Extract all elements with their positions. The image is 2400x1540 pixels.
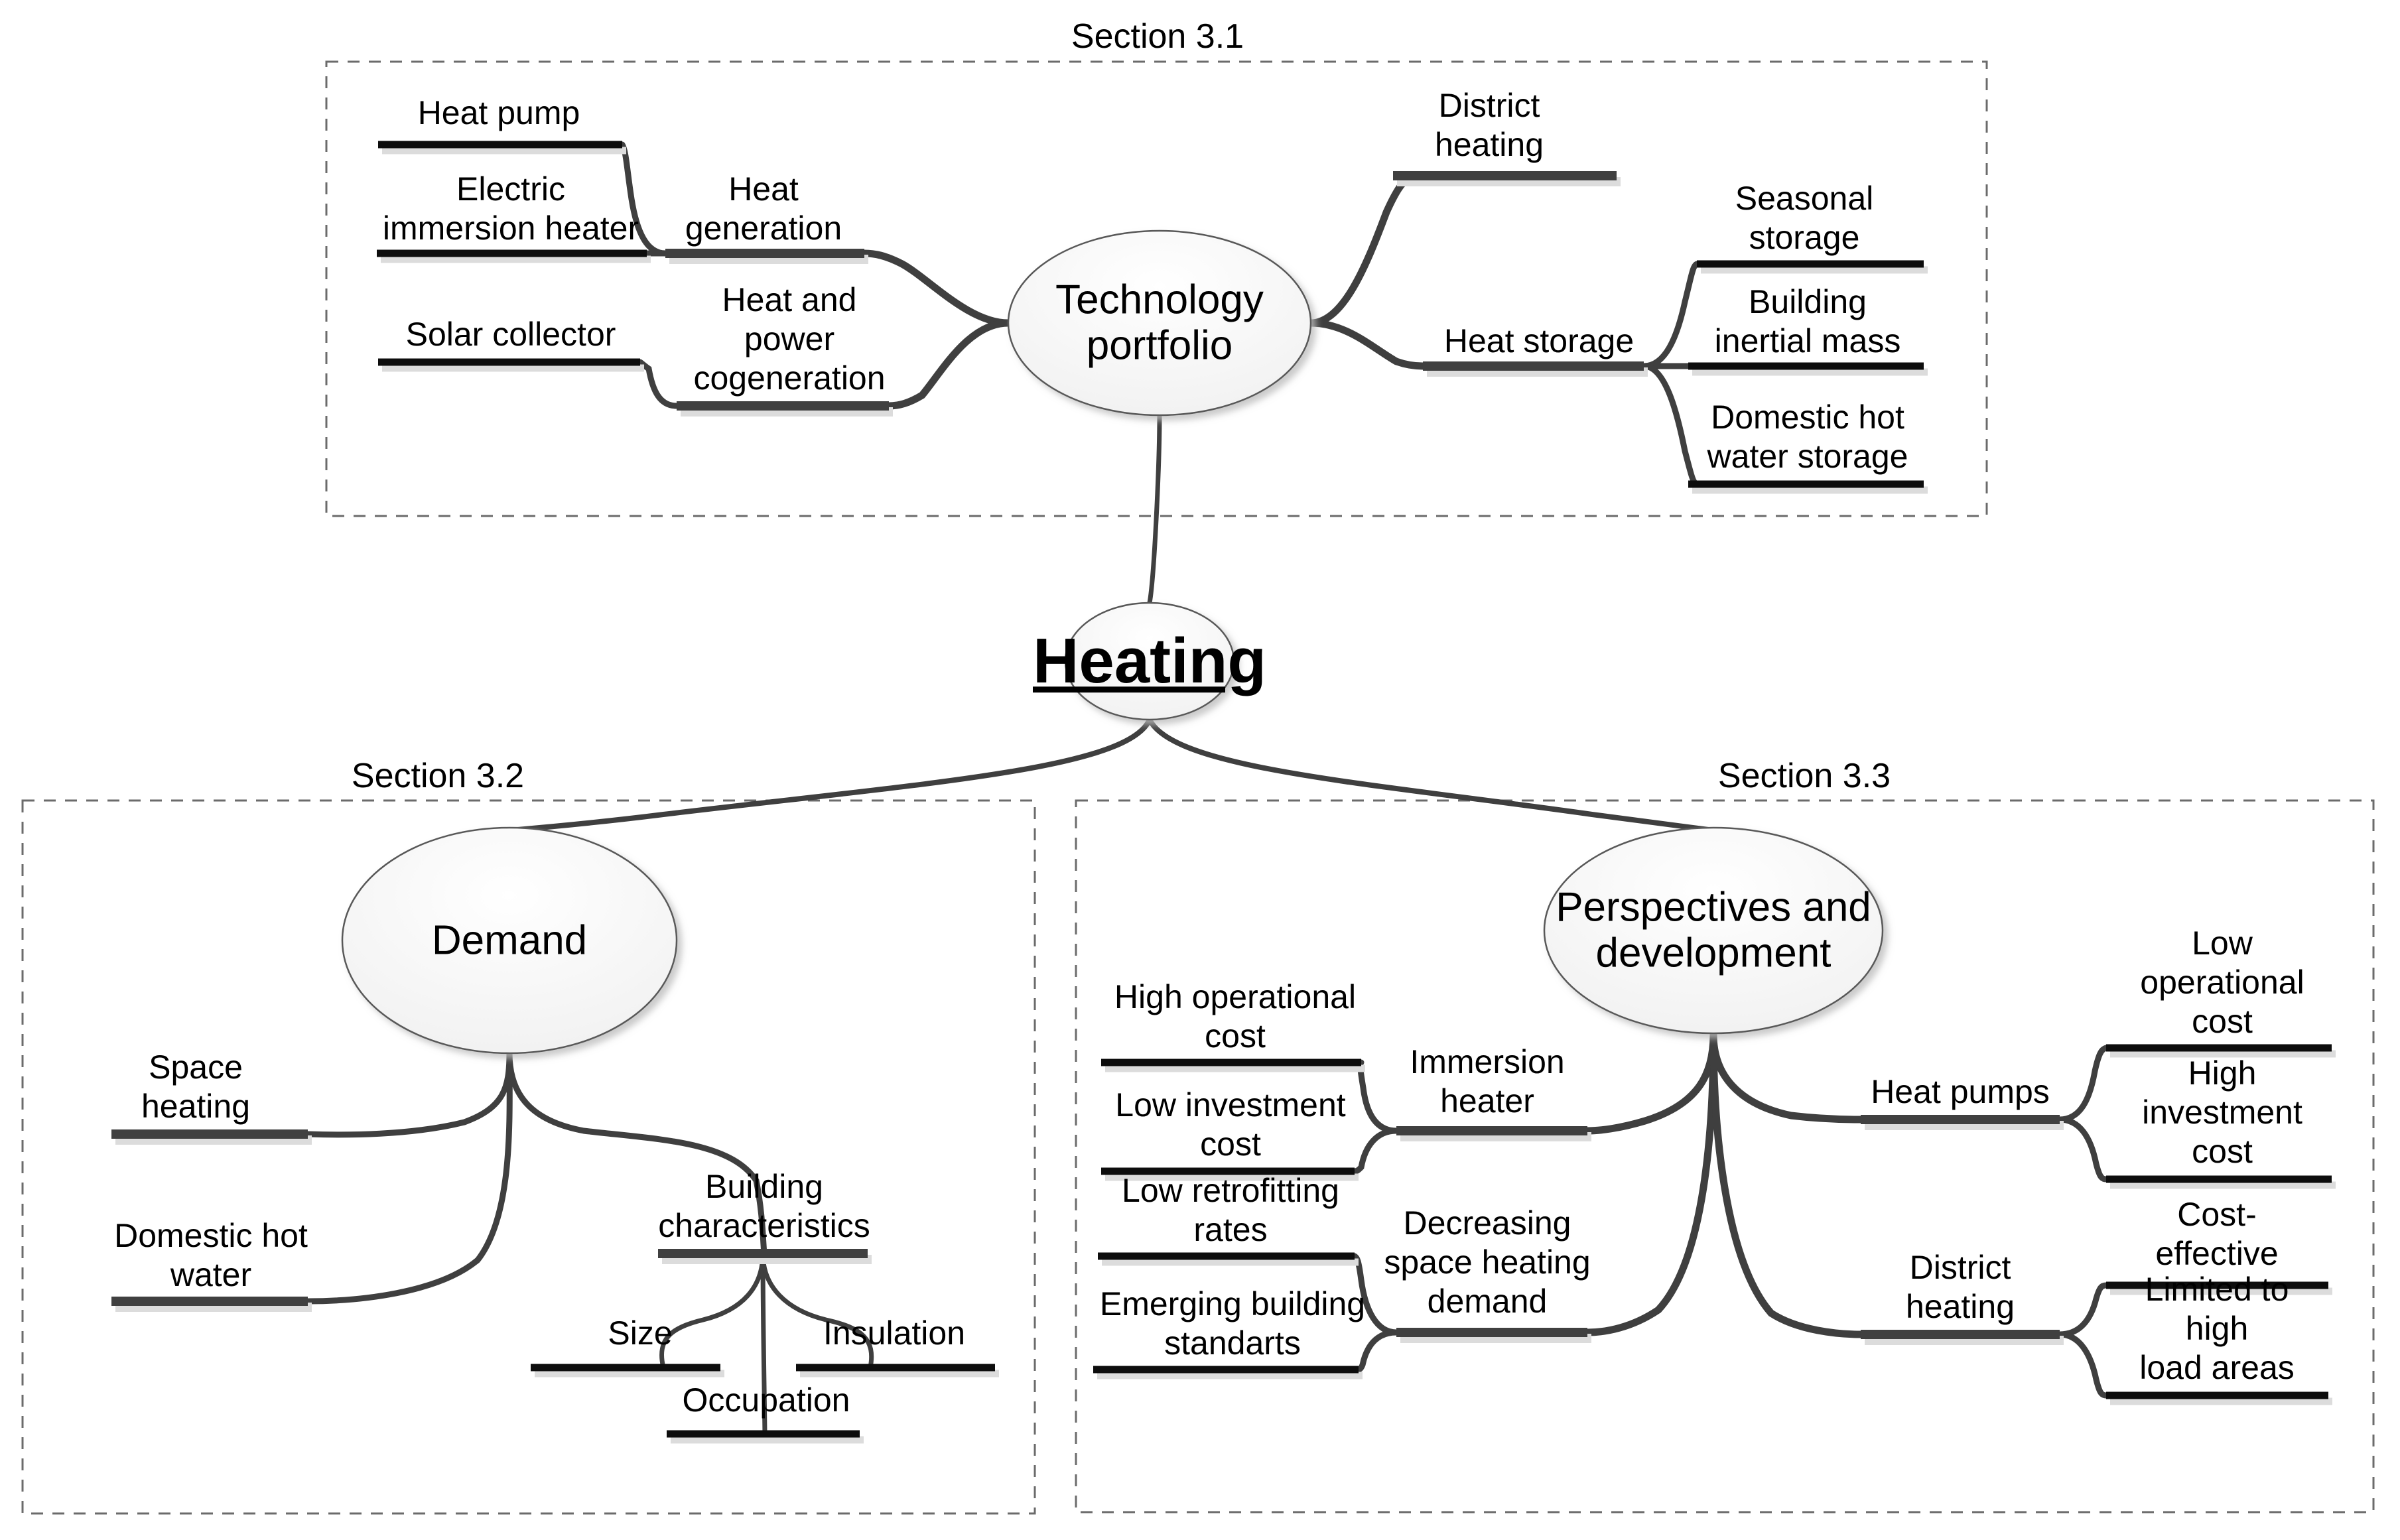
connector-decreasing-to-emerging [1355, 1329, 1400, 1373]
connector-heatpumps-to-high-inv-cost [2056, 1116, 2109, 1183]
branch-label-heat-generation[interactable]: Heat generation [685, 170, 842, 247]
section-label-3-3: Section 3.3 [1717, 757, 1891, 795]
connector-tp-to-cogeneration [885, 319, 1012, 410]
connector-tp-to-heat-generation [860, 249, 1012, 327]
connector-immersion-to-low-inv-cost [1351, 1127, 1400, 1175]
connector-demand-to-space-heating [304, 1050, 513, 1138]
connector-persp-to-heat-pumps [1709, 1031, 1865, 1123]
branch-label-heat-storage[interactable]: Heat storage [1443, 322, 1634, 359]
branch-label-low-investment-cost[interactable]: Low investment cost [1115, 1086, 1346, 1163]
connector-demand-to-building-char [506, 1050, 767, 1257]
branch-underlines [111, 141, 2336, 1444]
branch-label-emerging-building-standarts[interactable]: Emerging building standarts [1099, 1285, 1366, 1362]
section-label-3-1: Section 3.1 [1071, 17, 1244, 56]
connector-buildingchar-to-insulation [760, 1251, 874, 1370]
section-boxes [21, 60, 2375, 1515]
connector-heatstorage-to-dhw-storage [1640, 363, 1700, 487]
branch-label-district-heating-tech[interactable]: District heating [1434, 87, 1544, 163]
connector-persp-to-district-heating [1709, 1031, 1865, 1338]
branch-label-seasonal-storage[interactable]: Seasonal storage [1735, 180, 1874, 256]
connector-root-to-technology [1147, 413, 1162, 606]
branch-label-domestic-hot-water-storage[interactable]: Domestic hot water storage [1707, 399, 1908, 475]
branch-label-decreasing-space-heating-demand[interactable]: Decreasing space heating demand [1384, 1204, 1591, 1320]
connector-heatpumps-to-low-op-cost [2056, 1045, 2109, 1123]
branch-label-low-retrofitting-rates[interactable]: Low retrofitting rates [1122, 1172, 1339, 1248]
section-box-3-3 [1075, 799, 2375, 1513]
connector-root-to-perspectives [1147, 717, 1716, 833]
node-heating-root[interactable] [1064, 602, 1235, 721]
node-demand[interactable] [341, 826, 678, 1055]
branch-label-cost-effective[interactable]: Cost-effective [2155, 1196, 2279, 1272]
branch-label-size[interactable]: Size [608, 1315, 673, 1352]
hub-label-technology-portfolio: Technology portfolio [1055, 277, 1264, 369]
branch-label-domestic-hot-water[interactable]: Domestic hot water [114, 1217, 308, 1293]
connector-tp-to-heat-storage [1307, 319, 1427, 370]
connector-buildingchar-to-size [659, 1251, 766, 1370]
connector-immersion-to-high-op-cost [1357, 1059, 1400, 1134]
node-ellipses [341, 229, 1884, 1055]
connector-root-to-demand [507, 717, 1152, 833]
connector-cogen-to-solar [637, 359, 680, 409]
connector-buildingchar-to-occupation [760, 1251, 767, 1437]
connector-heatstorage-to-seasonal [1640, 261, 1700, 369]
connector-tp-to-district-heating [1307, 172, 1422, 327]
hub-label-perspectives-and-development: Perspectives and development [1556, 884, 1871, 976]
hub-label-demand: Demand [431, 917, 588, 964]
connector-persp-to-decreasing-demand [1583, 1031, 1717, 1336]
branch-label-low-operational-cost[interactable]: Low operational cost [2140, 925, 2304, 1040]
branch-label-solar-collector[interactable]: Solar collector [405, 316, 616, 353]
branch-label-high-investment-cost[interactable]: High investment cost [2142, 1055, 2302, 1170]
branch-label-building-inertial-mass[interactable]: Building inertial mass [1714, 283, 1901, 359]
branch-label-building-characteristics[interactable]: Building characteristics [658, 1168, 870, 1244]
node-perspectives-development[interactable] [1543, 826, 1884, 1035]
node-technology-portfolio[interactable] [1007, 229, 1312, 417]
branch-label-heat-pump[interactable]: Heat pump [417, 94, 580, 131]
connector-persp-to-immersion-heater [1583, 1031, 1717, 1135]
section-box-3-1 [325, 60, 1988, 517]
branch-label-limited-to-high-load-areas[interactable]: Limited to high load areas [2139, 1271, 2295, 1386]
branch-label-heat-and-power-cogeneration[interactable]: Heat and power cogeneration [693, 281, 886, 397]
branch-label-insulation[interactable]: Insulation [823, 1315, 966, 1352]
connector-heatgen-to-heatpump [619, 141, 669, 257]
connector-dh-to-limited [2056, 1331, 2109, 1399]
connector-demand-to-dhw [304, 1050, 513, 1305]
branch-label-space-heating[interactable]: Space heating [141, 1049, 251, 1125]
branch-label-electric-immersion-heater[interactable]: Electric immersion heater [382, 170, 639, 247]
branch-label-immersion-heater[interactable]: Immersion heater [1410, 1043, 1565, 1120]
branch-label-high-operational-cost[interactable]: High operational cost [1114, 978, 1357, 1055]
branch-label-occupation[interactable]: Occupation [682, 1381, 850, 1419]
branch-label-district-heating-persp[interactable]: District heating [1905, 1249, 2015, 1325]
connector-dh-to-cost-effective [2056, 1282, 2109, 1338]
section-box-3-2 [21, 799, 1036, 1515]
section-label-3-2: Section 3.2 [351, 757, 525, 795]
branch-label-heat-pumps[interactable]: Heat pumps [1871, 1073, 2050, 1110]
root-node-label: Heating [1032, 625, 1267, 697]
